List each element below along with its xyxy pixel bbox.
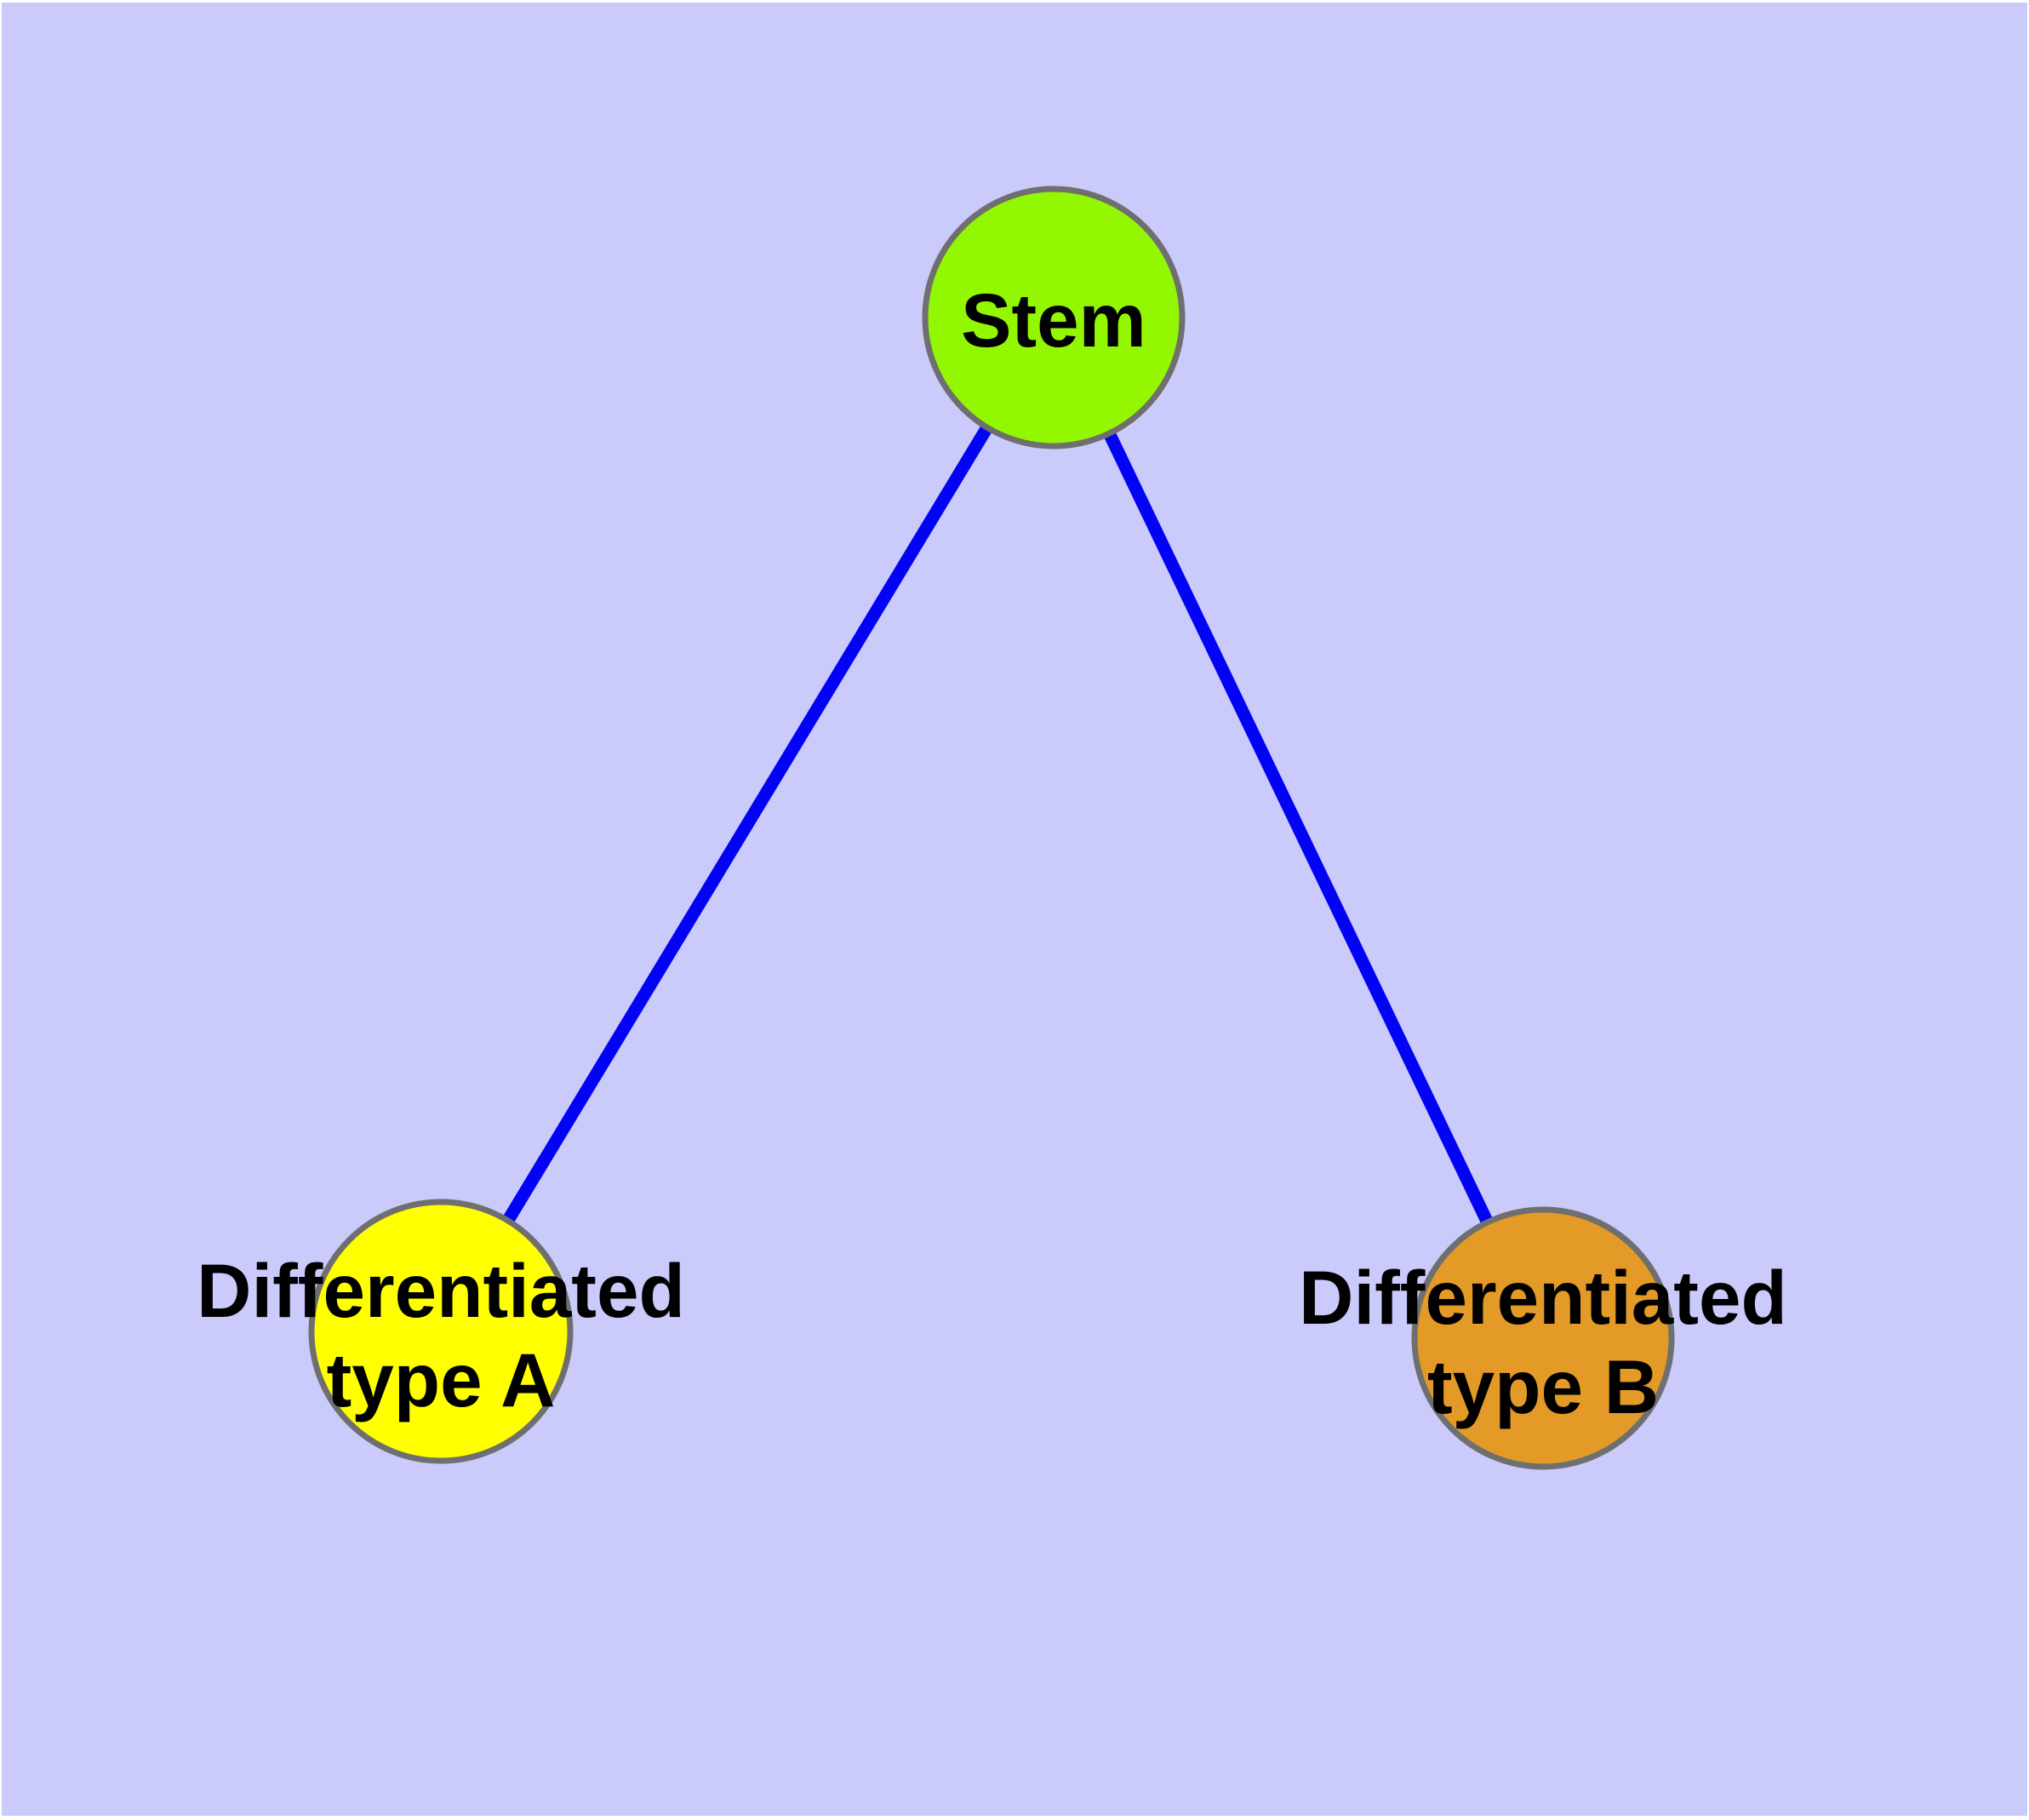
node-differentiated-type-a-label-line1: Differentiated — [197, 1248, 685, 1333]
node-differentiated-type-a-circle — [308, 1199, 574, 1464]
node-differentiated-type-a-label-line2: type A — [327, 1337, 556, 1422]
node-stem: Stem — [922, 186, 1186, 449]
node-differentiated-type-b: Differentiated type B — [1299, 1206, 1787, 1470]
edge-stem-to-type-a — [435, 314, 1060, 1335]
node-differentiated-type-a: Differentiated type A — [197, 1199, 685, 1464]
node-differentiated-type-b-circle — [1411, 1206, 1675, 1470]
node-stem-circle — [922, 186, 1186, 449]
node-differentiated-type-b-label-line2: type B — [1427, 1344, 1659, 1429]
edge-stem-to-type-b — [1048, 314, 1549, 1342]
node-stem-label: Stem — [961, 278, 1146, 363]
node-differentiated-type-b-label-line1: Differentiated — [1299, 1255, 1787, 1340]
